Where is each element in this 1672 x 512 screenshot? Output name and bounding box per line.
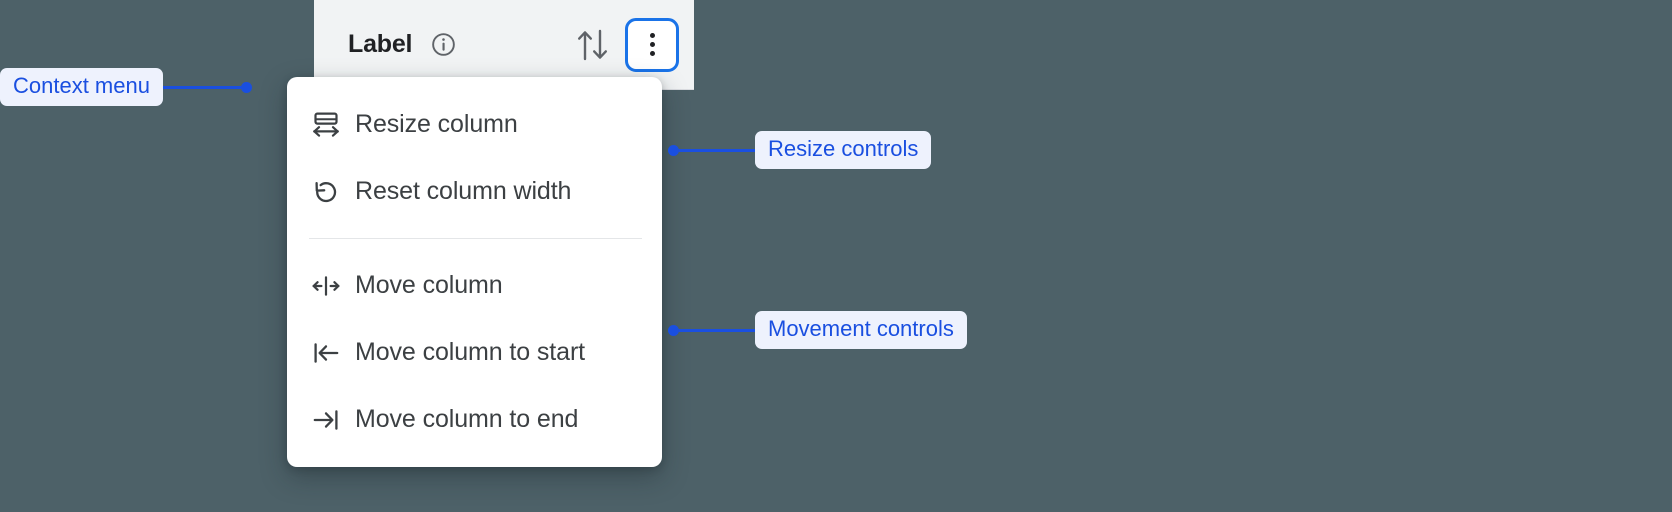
resize-column-icon	[309, 108, 343, 142]
column-context-menu: Resize column Reset column width Move co…	[287, 77, 662, 467]
menu-item-label: Move column	[355, 271, 503, 299]
move-to-end-icon	[309, 403, 343, 437]
column-header-panel: Label	[314, 0, 694, 90]
sort-arrows-icon[interactable]	[576, 26, 610, 64]
annotation-label: Movement controls	[755, 311, 967, 349]
annotation-movement-controls: Movement controls	[668, 311, 967, 349]
menu-item-label: Reset column width	[355, 177, 572, 205]
menu-divider	[309, 238, 642, 239]
move-column-icon	[309, 269, 343, 303]
menu-item-move-column-to-start[interactable]: Move column to start	[287, 319, 662, 386]
annotation-context-menu: Context menu	[0, 68, 252, 106]
column-options-button[interactable]	[625, 17, 679, 72]
menu-item-label: Move column to start	[355, 338, 586, 366]
move-to-start-icon	[309, 336, 343, 370]
menu-item-resize-column[interactable]: Resize column	[287, 91, 662, 158]
menu-item-label: Move column to end	[355, 405, 579, 433]
page-title: Label	[348, 30, 413, 58]
annotation-connector-dot	[668, 144, 679, 156]
reset-width-icon	[309, 175, 343, 209]
info-circle-icon[interactable]	[430, 31, 457, 58]
annotation-connector-dot	[240, 81, 252, 93]
menu-item-label: Resize column	[355, 110, 518, 138]
more-vertical-icon	[649, 33, 655, 56]
menu-item-reset-column-width[interactable]: Reset column width	[287, 158, 662, 225]
annotation-connector-dot	[668, 324, 679, 336]
annotation-connector-line	[679, 148, 755, 152]
menu-item-move-column[interactable]: Move column	[287, 252, 662, 319]
annotation-label: Resize controls	[755, 131, 932, 169]
menu-item-move-column-to-end[interactable]: Move column to end	[287, 386, 662, 453]
annotation-label: Context menu	[0, 68, 163, 106]
annotation-connector-line	[679, 328, 755, 332]
annotation-connector-line	[162, 85, 241, 89]
annotation-resize-controls: Resize controls	[668, 131, 932, 169]
